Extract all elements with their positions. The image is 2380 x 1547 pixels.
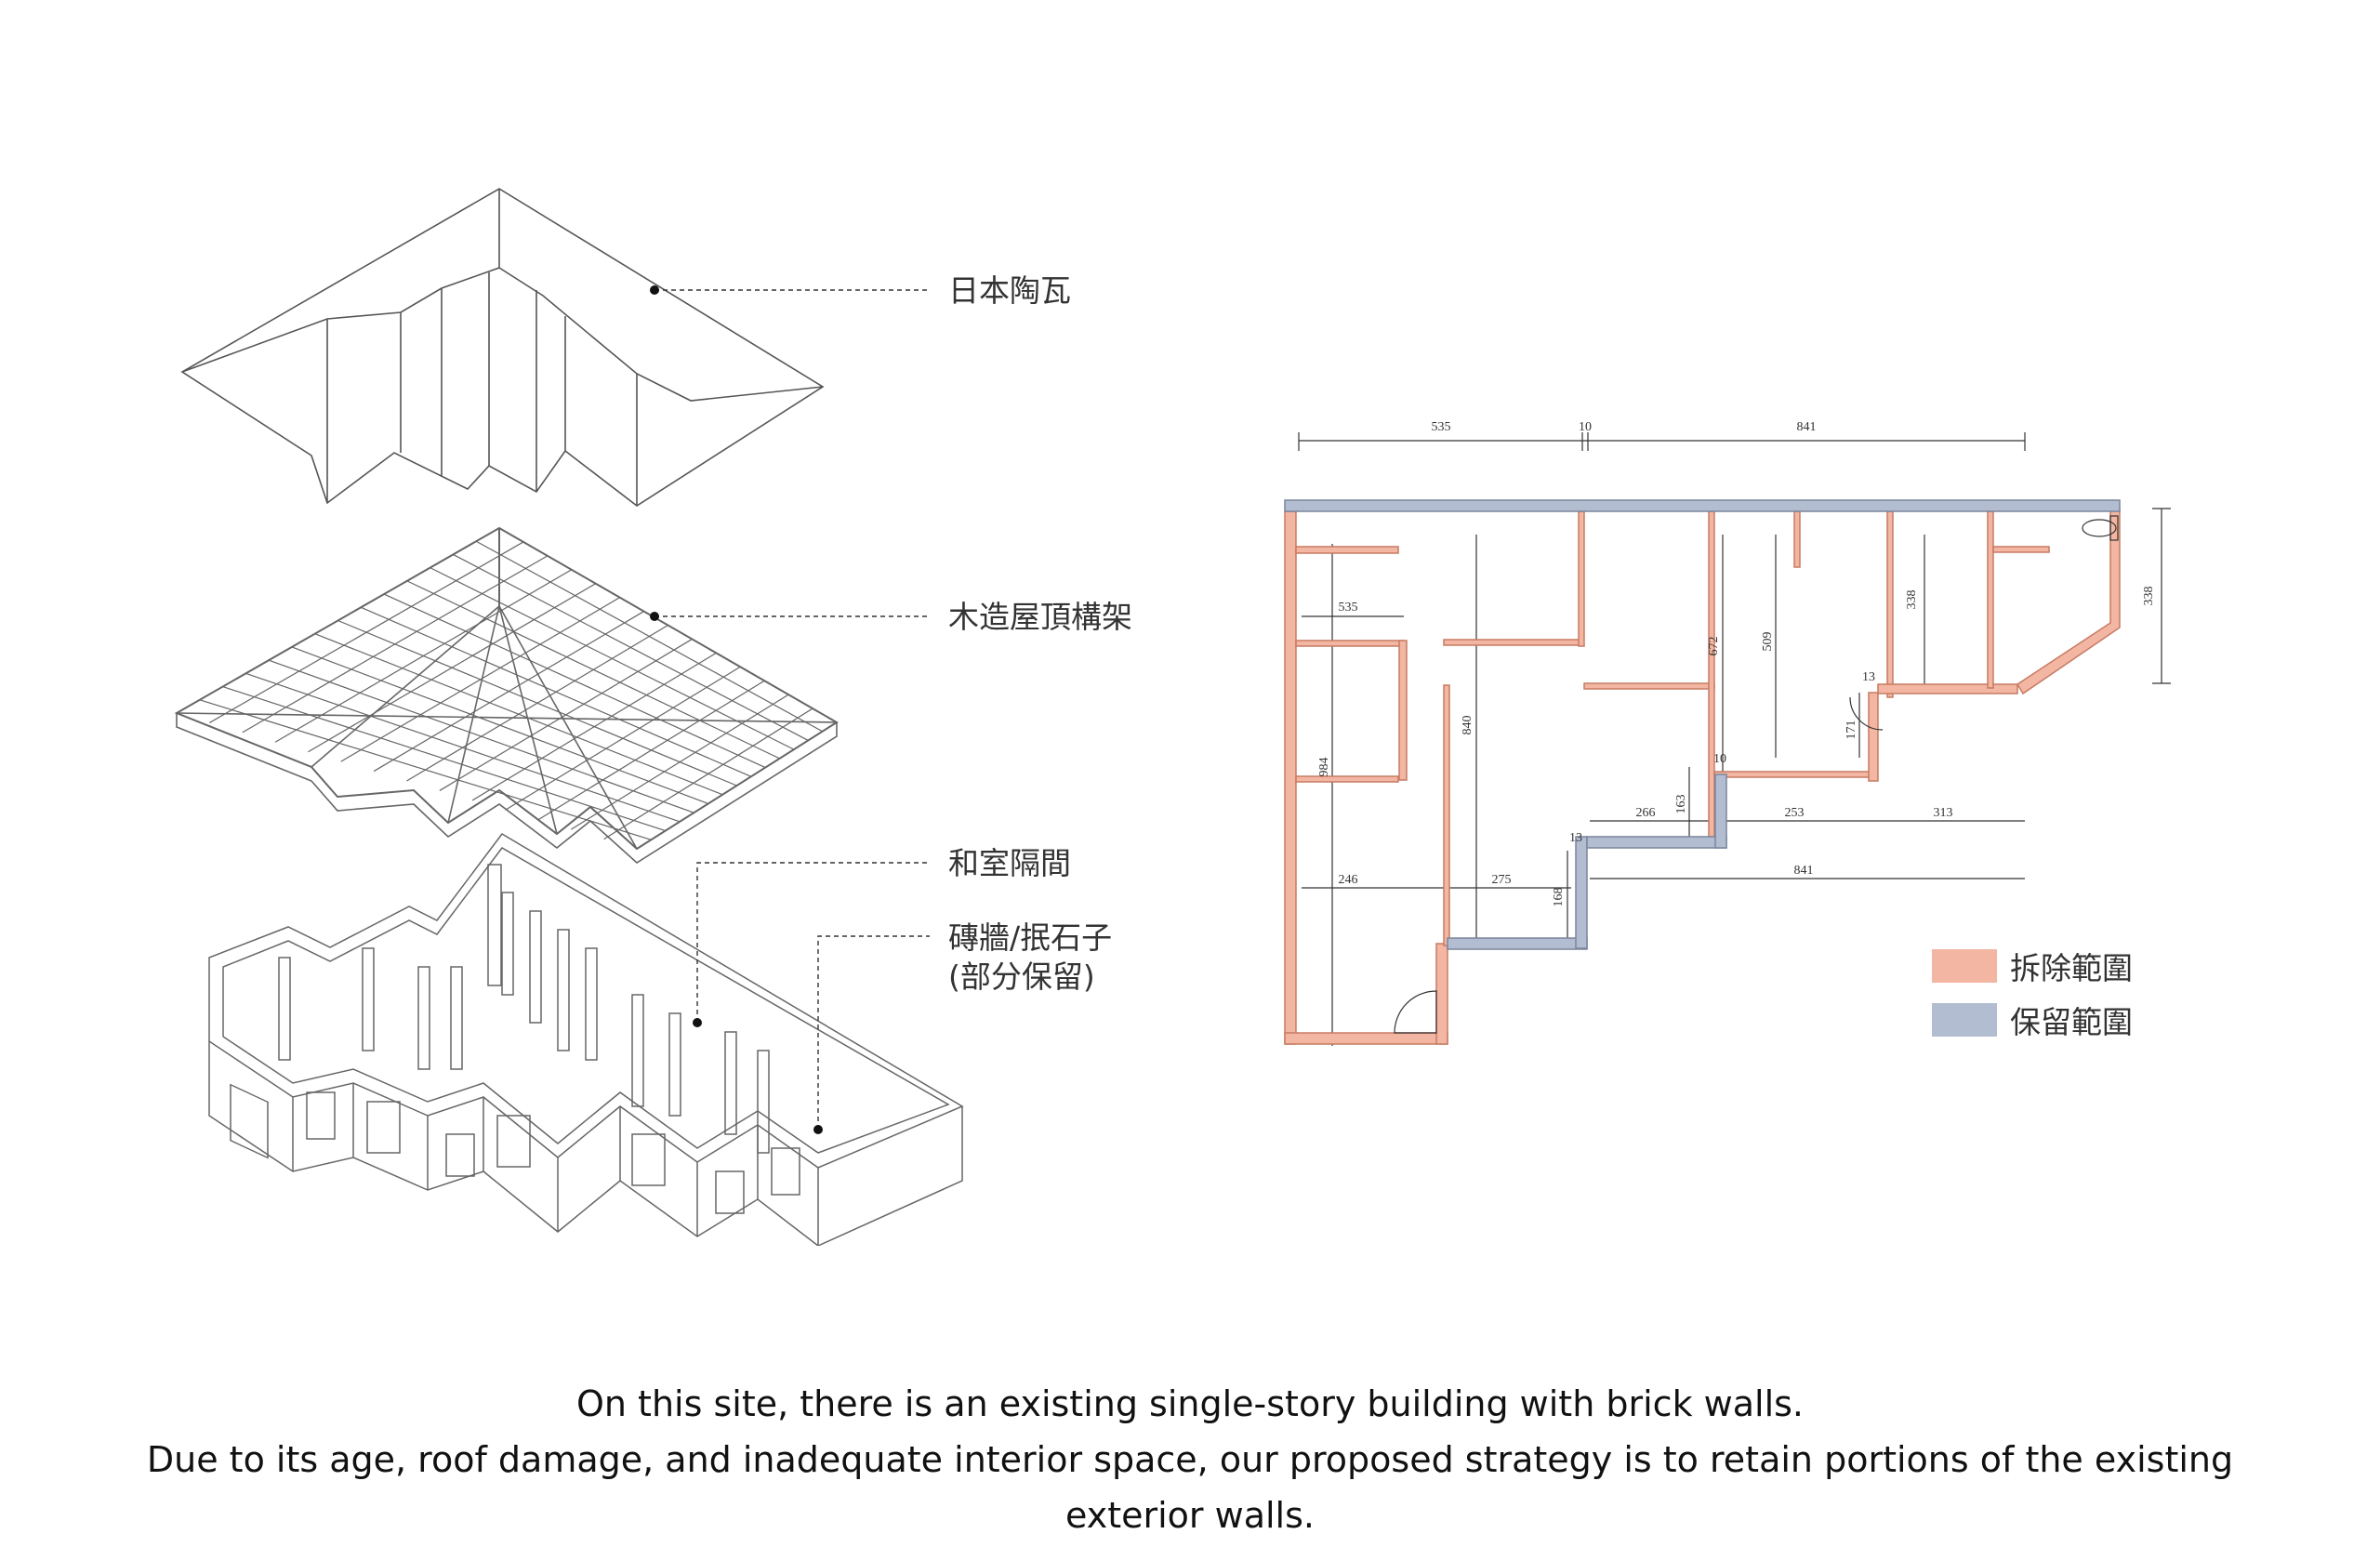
caption-line-1: On this site, there is an existing singl…	[575, 1383, 1805, 1424]
truss-member	[603, 707, 813, 840]
demolish-walls	[1284, 508, 2121, 1045]
dim-509: 509	[1761, 632, 1775, 652]
toilet-fixture	[2082, 515, 2119, 541]
retain-walls	[1284, 499, 2121, 950]
truss-member	[222, 686, 666, 832]
label-roof-tiles: 日本陶瓦	[948, 272, 1071, 309]
dim-672: 672	[1707, 637, 1721, 656]
floor-plan: 535 10 841 338 338 535 984 840 672 509 1…	[1284, 420, 2171, 1046]
truss-member	[406, 624, 668, 782]
dim-13b: 13	[1569, 831, 1582, 845]
label-roof-truss: 木造屋頂構架	[948, 599, 1132, 635]
legend-item-retain: 保留範圍	[1932, 993, 2133, 1047]
truss-member	[245, 672, 681, 823]
dim-top-3: 841	[1797, 420, 1817, 434]
dim-168: 168	[1552, 888, 1566, 907]
callout-dot	[650, 285, 659, 295]
dim-top-2: 10	[1579, 420, 1592, 434]
dim-313: 313	[1934, 806, 1953, 820]
truss-member	[471, 652, 717, 801]
dim-top-1: 535	[1432, 420, 1451, 434]
dim-13a: 13	[1862, 670, 1875, 684]
dim-10: 10	[1713, 752, 1726, 766]
dim-253: 253	[1785, 806, 1805, 820]
legend: 拆除範圍 保留範圍	[1932, 939, 2133, 1047]
truss-member	[291, 646, 708, 804]
dim-246: 246	[1339, 873, 1358, 887]
callout-dot	[693, 1018, 702, 1027]
dim-right: 338	[2142, 587, 2156, 606]
callout-leaders	[654, 289, 930, 1130]
dim-inner-right: 338	[1905, 590, 1919, 610]
dim-left-height: 984	[1317, 758, 1331, 777]
truss-member	[570, 694, 789, 830]
roof-tiles-layer	[180, 188, 825, 507]
callout-dot	[813, 1125, 823, 1134]
truss-member	[537, 680, 765, 821]
label-partition: 和室隔間	[948, 845, 1071, 881]
legend-swatch-demolish	[1932, 949, 1997, 983]
truss-member	[505, 666, 741, 811]
dim-room-1-width: 535	[1339, 601, 1358, 615]
truss-member	[314, 633, 723, 796]
dim-266: 266	[1636, 806, 1656, 820]
dimension-lines	[1298, 432, 2171, 1046]
brick-walls-layer	[208, 833, 964, 1246]
legend-item-demolish: 拆除範圍	[1932, 939, 2133, 993]
caption: On this site, there is an existing singl…	[93, 1376, 2287, 1543]
label-brick-wall-line1: 磚牆/抿石子	[948, 919, 1113, 956]
roof-truss-layer	[174, 526, 839, 865]
door-swing	[1394, 696, 1884, 1034]
truss-member	[268, 659, 694, 813]
caption-line-2: Due to its age, roof damage, and inadequ…	[146, 1439, 2234, 1536]
callout-dot	[650, 612, 659, 621]
dim-171: 171	[1844, 721, 1858, 740]
legend-label-demolish: 拆除範圍	[2010, 950, 2133, 986]
axonometric-diagram	[174, 188, 964, 1246]
dim-center-height: 840	[1461, 716, 1474, 735]
dim-163: 163	[1674, 795, 1688, 814]
dim-275: 275	[1492, 873, 1512, 887]
label-brick-wall: 磚牆/抿石子 (部分保留)	[948, 919, 1112, 997]
legend-swatch-retain	[1932, 1003, 1997, 1037]
dim-bottom-841: 841	[1794, 864, 1814, 878]
truss-member	[199, 699, 652, 840]
truss-member	[439, 638, 693, 791]
legend-label-retain: 保留範圍	[2010, 1004, 2133, 1040]
label-brick-wall-line2: (部分保留)	[948, 959, 1095, 995]
